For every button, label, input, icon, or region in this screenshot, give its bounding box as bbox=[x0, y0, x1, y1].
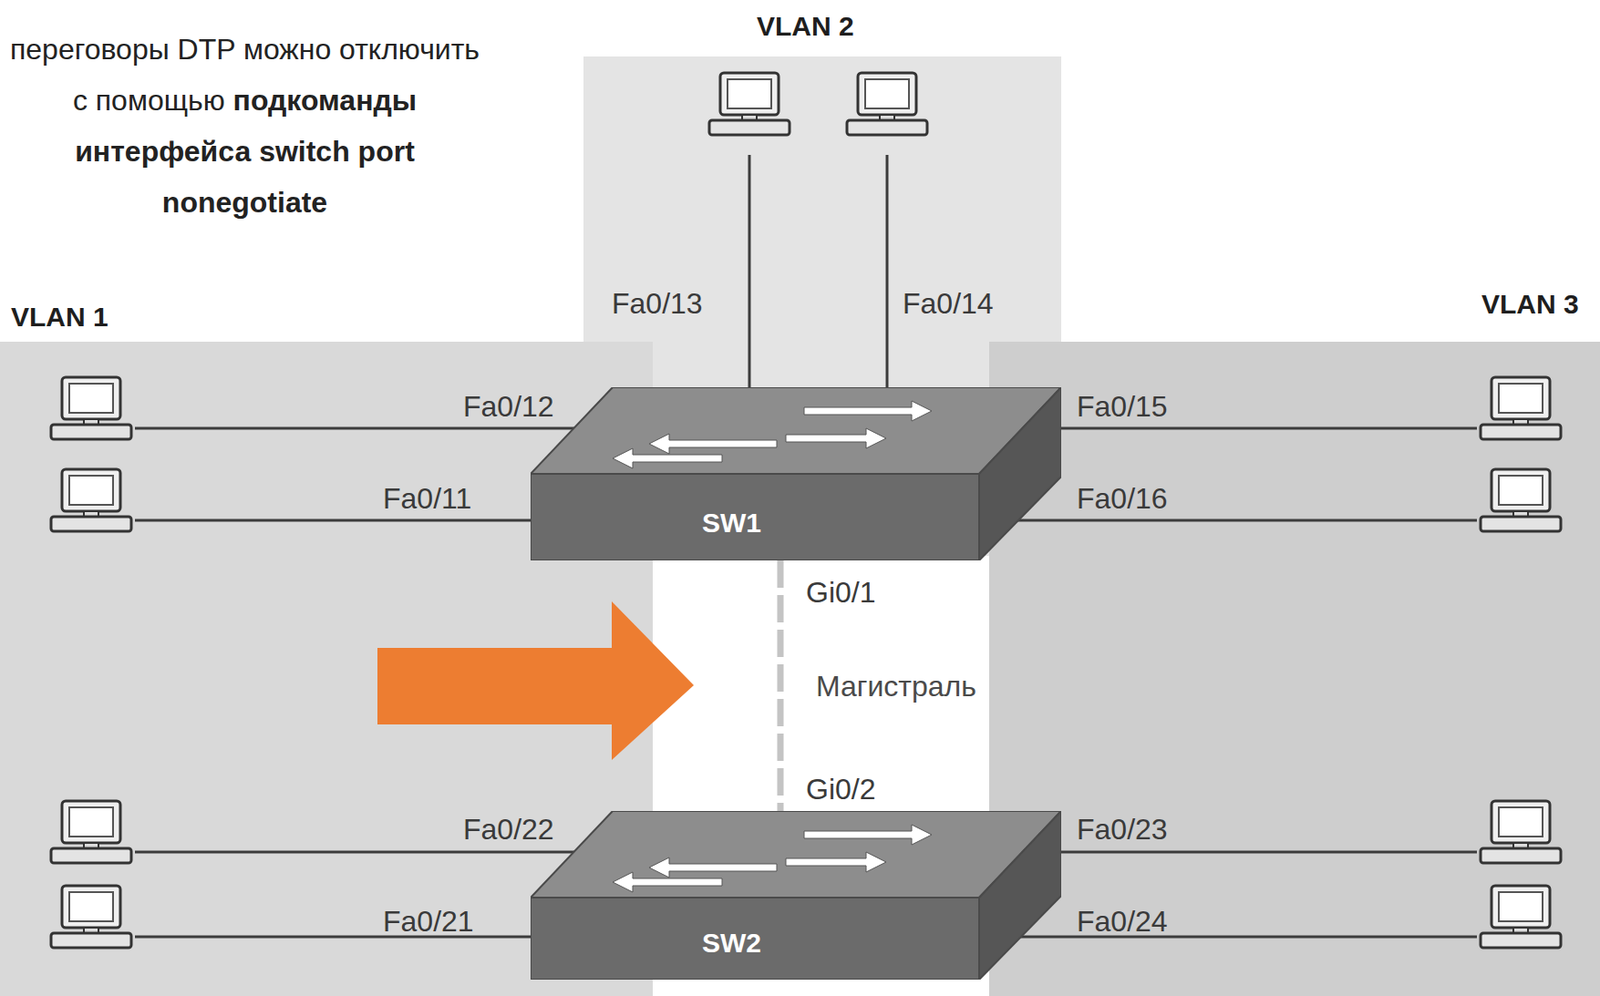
flow-arrow bbox=[612, 448, 723, 469]
flow-arrow bbox=[612, 872, 723, 893]
switch-shape bbox=[530, 387, 1062, 561]
orange-arrow bbox=[377, 601, 694, 761]
note-text: переговоры DTP можно отключить с помощью… bbox=[0, 23, 490, 228]
port-label: Fa0/16 bbox=[1076, 482, 1168, 517]
switch-shape bbox=[530, 811, 1062, 981]
cable bbox=[1002, 851, 1477, 855]
edge-label: Магистраль bbox=[815, 670, 977, 704]
pc-icon bbox=[1480, 886, 1561, 949]
flow-arrow bbox=[804, 401, 932, 422]
cable bbox=[134, 851, 602, 855]
port-label: Fa0/14 bbox=[902, 287, 994, 321]
port-label: Gi0/2 bbox=[805, 773, 876, 807]
port-label: Fa0/15 bbox=[1076, 390, 1168, 424]
pc-icon bbox=[709, 72, 790, 135]
port-label: Fa0/13 bbox=[611, 287, 703, 321]
pc-icon bbox=[1480, 377, 1561, 440]
pc-icon bbox=[51, 469, 132, 532]
port-label: Gi0/1 bbox=[805, 576, 876, 610]
port-label: Fa0/11 bbox=[382, 482, 472, 517]
switch-box: SW2 bbox=[530, 811, 1062, 981]
flow-arrow bbox=[649, 433, 777, 455]
port-label: Fa0/21 bbox=[382, 905, 475, 940]
switch-name: SW1 bbox=[701, 507, 762, 539]
switch-box: SW1 bbox=[530, 387, 1062, 561]
switch-name: SW2 bbox=[701, 928, 762, 960]
pc-icon bbox=[846, 72, 928, 135]
port-label: Fa0/23 bbox=[1076, 813, 1168, 847]
port-label: Fa0/22 bbox=[463, 813, 555, 847]
vlan-heading: VLAN 1 bbox=[10, 301, 109, 333]
pc-icon bbox=[1480, 801, 1561, 864]
cable bbox=[748, 154, 752, 402]
trunk-link bbox=[777, 560, 785, 812]
port-label: Fa0/12 bbox=[463, 390, 555, 424]
cable bbox=[1002, 427, 1477, 431]
cable bbox=[134, 427, 602, 431]
flow-arrow bbox=[649, 857, 777, 878]
flow-arrow bbox=[785, 852, 887, 873]
pc-icon bbox=[1480, 469, 1561, 532]
flow-arrow bbox=[804, 825, 932, 846]
vlan-heading: VLAN 3 bbox=[1481, 289, 1580, 320]
pc-icon bbox=[51, 377, 132, 440]
port-label: Fa0/24 bbox=[1076, 905, 1168, 940]
cable bbox=[1002, 936, 1477, 940]
cable bbox=[1002, 519, 1477, 523]
cable bbox=[886, 154, 889, 402]
flow-arrow bbox=[785, 428, 887, 449]
pc-icon bbox=[51, 886, 132, 949]
pc-icon bbox=[51, 801, 132, 864]
vlan-heading: VLAN 2 bbox=[756, 10, 855, 42]
